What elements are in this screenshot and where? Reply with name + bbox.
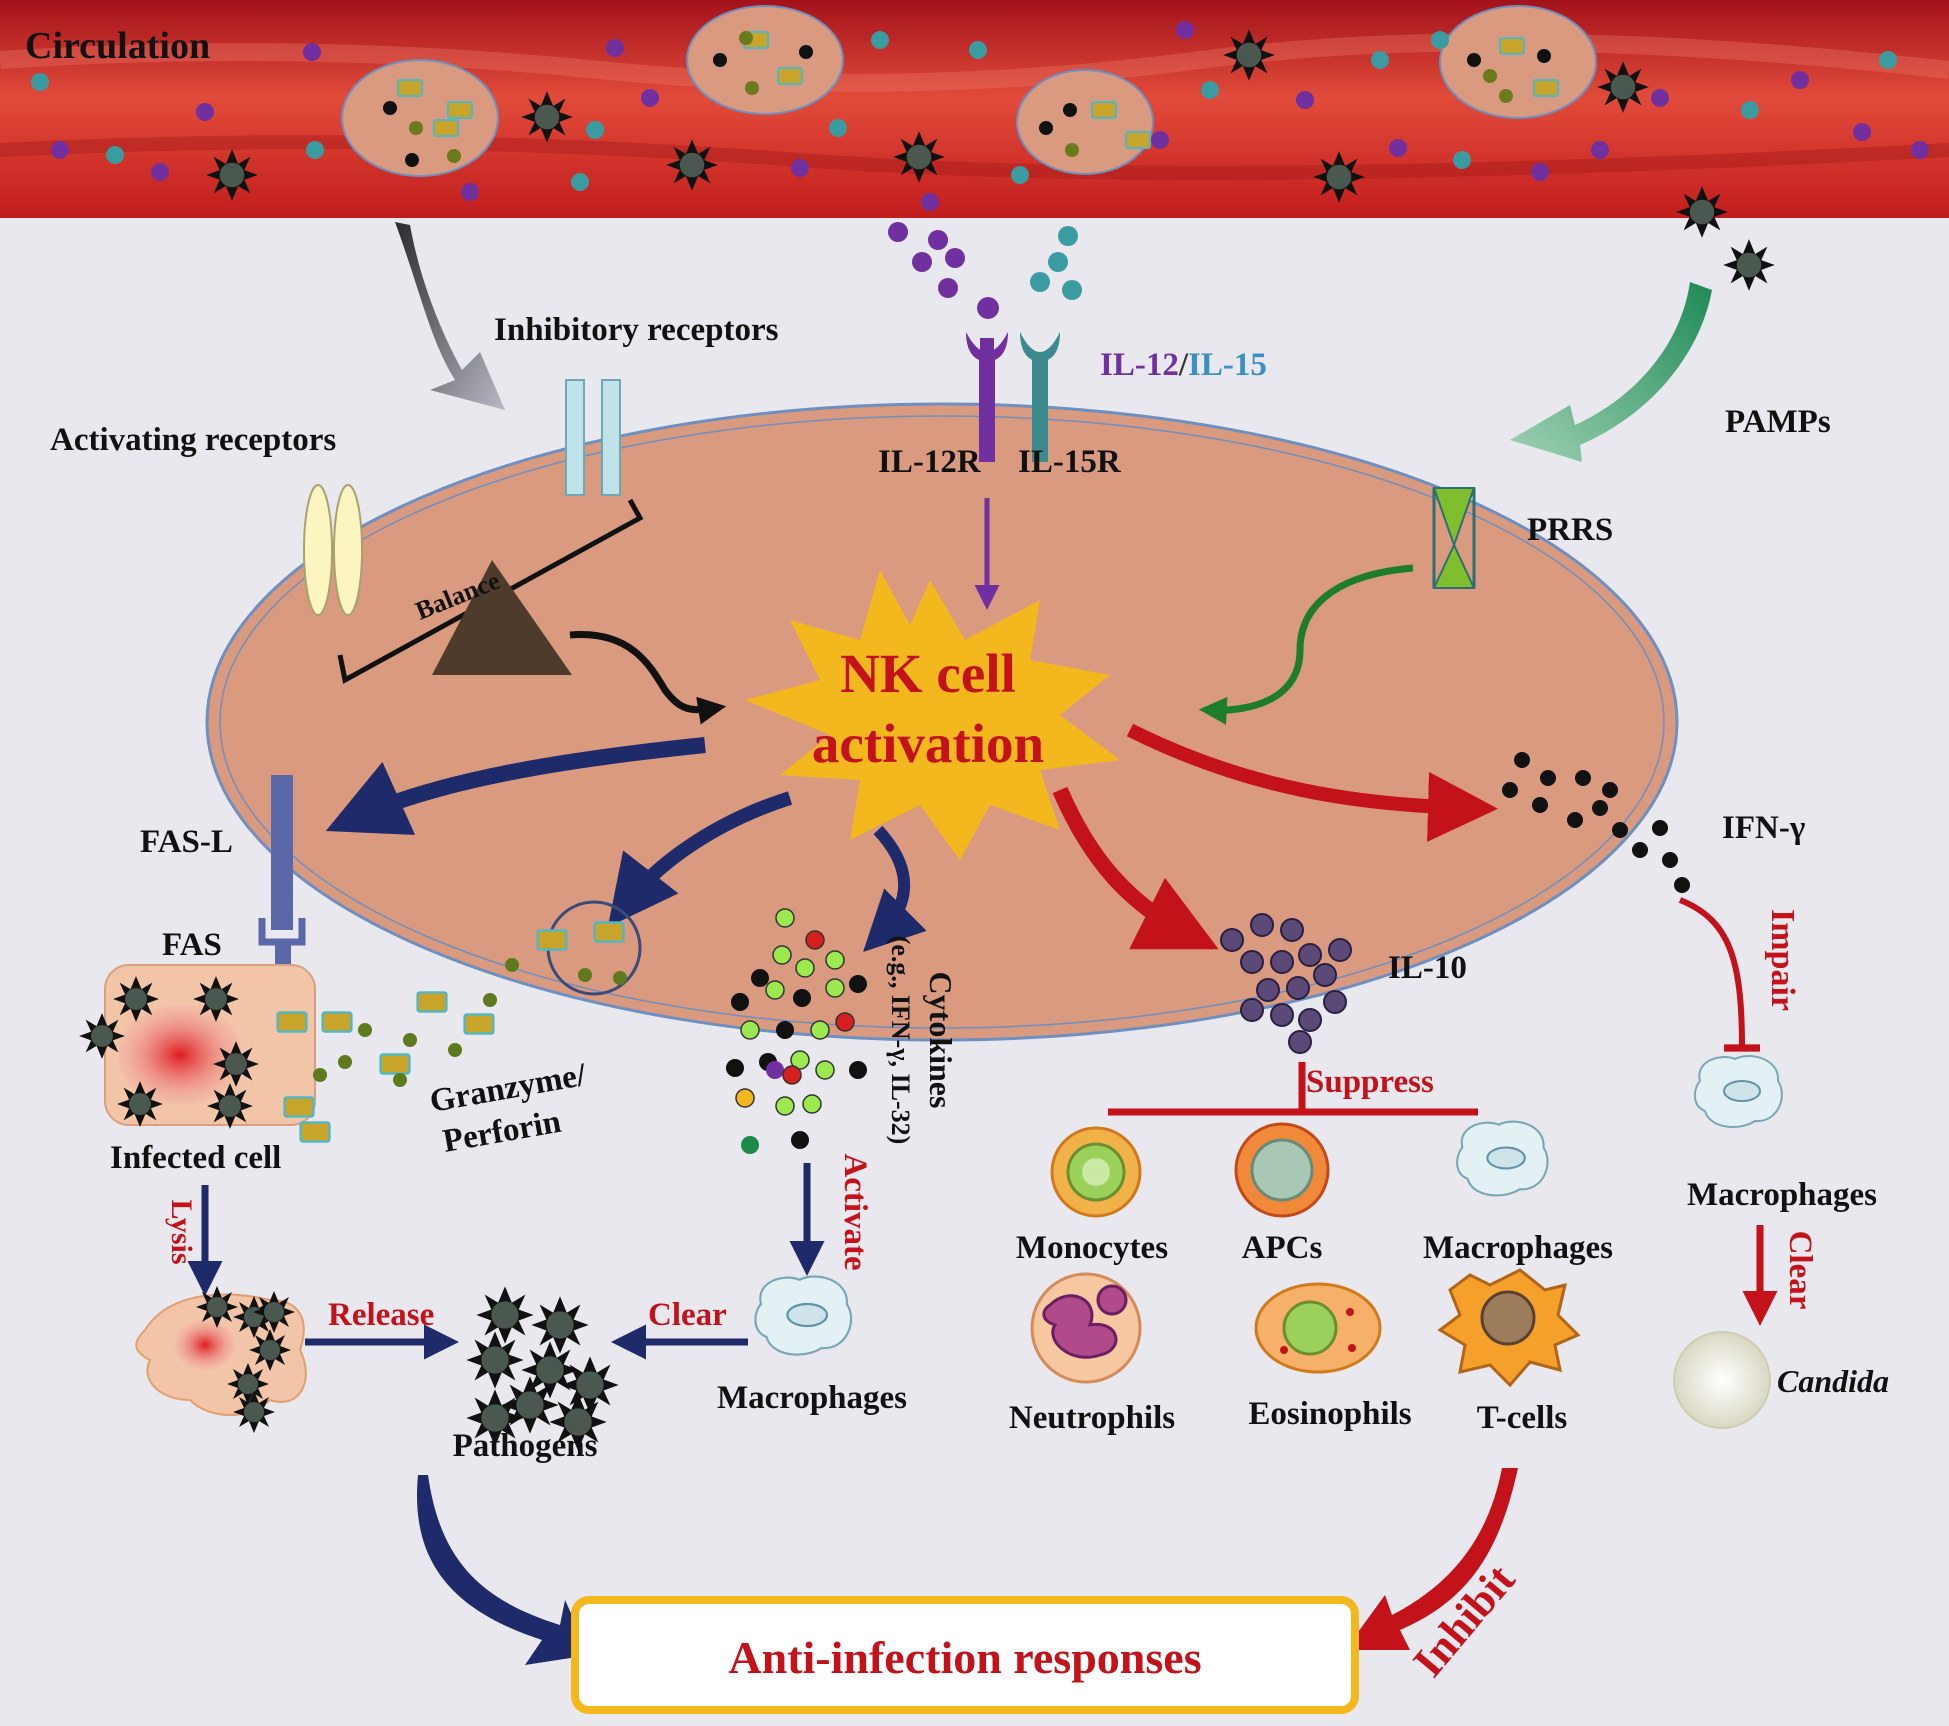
macrophages-suppressed-label: Macrophages — [1423, 1230, 1613, 1266]
pathogens-cluster — [466, 1286, 619, 1451]
release-label: Release — [328, 1297, 434, 1333]
arrow-to-cytokines — [863, 825, 927, 952]
granzyme-label: Granzyme/ — [427, 1057, 589, 1120]
macrophage-right-icon — [1693, 1054, 1783, 1129]
tcells-label: T-cells — [1477, 1400, 1568, 1436]
eosinophils-label: Eosinophils — [1248, 1396, 1411, 1432]
fasl-label: FAS-L — [140, 824, 233, 860]
arrow-to-il10 — [1052, 786, 1219, 950]
prrs-receptor-icon — [1432, 487, 1476, 589]
nk-activation-line2: activation — [812, 713, 1044, 774]
clear-pathogens-label: Clear — [648, 1297, 727, 1333]
macrophage-suppressed-icon — [1456, 1120, 1549, 1197]
circulation-label: Circulation — [25, 25, 210, 67]
arrow-to-fasl — [325, 737, 706, 835]
suppress-inhibitor — [1108, 1062, 1478, 1116]
il12r-label: IL-12R — [878, 444, 982, 480]
monocytes-label: Monocytes — [1016, 1230, 1168, 1266]
candida-icon — [1673, 1331, 1771, 1429]
fas-label: FAS — [162, 927, 222, 963]
monocyte-icon — [1050, 1126, 1142, 1218]
il12-label: IL-12 — [1100, 347, 1179, 383]
neutrophils-label: Neutrophils — [1009, 1400, 1175, 1436]
il-cytokine-label: IL-12/IL-15 — [1100, 347, 1267, 383]
activate-label: Activate — [837, 1153, 873, 1270]
apcs-label: APCs — [1242, 1230, 1323, 1266]
il-15-receptor — [1020, 332, 1060, 462]
il-slash: / — [1178, 347, 1189, 383]
balance-arrow — [569, 631, 727, 725]
inhibit-arrow — [1345, 1468, 1518, 1650]
anti-infection-box — [571, 1596, 1359, 1714]
il15r-label: IL-15R — [1018, 444, 1122, 480]
il10-dots — [1220, 913, 1352, 1054]
nk-activation-burst — [745, 570, 1120, 860]
infected-cell — [79, 964, 316, 1129]
apc-icon — [1234, 1122, 1330, 1218]
pamps-label: PAMPs — [1725, 404, 1831, 440]
curved-arrow-pamps — [1510, 282, 1712, 462]
tcell-icon — [1437, 1268, 1581, 1388]
nk-activation-line1: NK cell — [840, 643, 1016, 704]
lysis-label: Lysis — [165, 1199, 198, 1264]
curved-arrow-gray — [395, 222, 505, 410]
activating-receptor-icon — [303, 484, 363, 616]
vessel-cell-3 — [1016, 69, 1154, 175]
macrophages-right-label: Macrophages — [1687, 1177, 1877, 1213]
balance-icon — [337, 498, 644, 684]
granzyme-perforin-granules — [276, 900, 642, 1143]
inhibitory-receptors-label: Inhibitory receptors — [494, 312, 779, 348]
impair-inhibitor — [1678, 897, 1761, 1052]
prrs-label: PRRS — [1527, 512, 1613, 548]
il-dots-descending — [888, 222, 1082, 319]
ifn-gamma-label: IFN-γ — [1722, 810, 1805, 846]
circulation-vessel: Circulation — [0, 0, 1949, 291]
macrophages-activated-label: Macrophages — [717, 1380, 907, 1416]
pathogens-label: Pathogens — [453, 1428, 598, 1464]
suppress-label: Suppress — [1306, 1064, 1434, 1100]
impair-label: Impair — [1764, 909, 1801, 1011]
ifn-gamma-dots — [1502, 752, 1690, 893]
il-12-receptor — [966, 332, 1008, 462]
il10-label: IL-10 — [1388, 950, 1467, 986]
vessel-granules — [383, 31, 1559, 167]
candida-label: Candida — [1777, 1363, 1889, 1399]
arrow-to-granzyme — [607, 791, 793, 928]
cytokines-examples-label: (e.g., IFN-γ, IL-32) — [886, 936, 915, 1145]
lysed-cell — [135, 1286, 307, 1433]
inhibitory-receptor-icon — [565, 379, 621, 496]
vessel-cytokine-dots — [31, 21, 1929, 211]
activating-receptors-label: Activating receptors — [50, 422, 336, 458]
infected-cell-label: Infected cell — [110, 1140, 281, 1176]
vessel-cell-4 — [1439, 5, 1597, 119]
fasl-receptor — [271, 775, 293, 930]
neutrophil-icon — [1030, 1272, 1142, 1384]
cytokine-dots — [726, 908, 867, 1154]
vessel-cell-2 — [686, 5, 844, 115]
cytokines-label: Cytokines — [923, 972, 959, 1109]
vessel-cell-1 — [341, 59, 499, 177]
prrs-arrow — [1198, 564, 1414, 725]
arrow-to-anti-infection — [417, 1475, 590, 1665]
eosinophil-icon — [1254, 1282, 1382, 1374]
anti-infection-label: Anti-infection responses — [728, 1632, 1201, 1683]
clear-candida-label: Clear — [1782, 1231, 1818, 1310]
arrow-to-ifn — [1126, 723, 1498, 842]
il15-label: IL-15 — [1188, 347, 1267, 383]
macrophage-activated-icon — [754, 1275, 853, 1356]
